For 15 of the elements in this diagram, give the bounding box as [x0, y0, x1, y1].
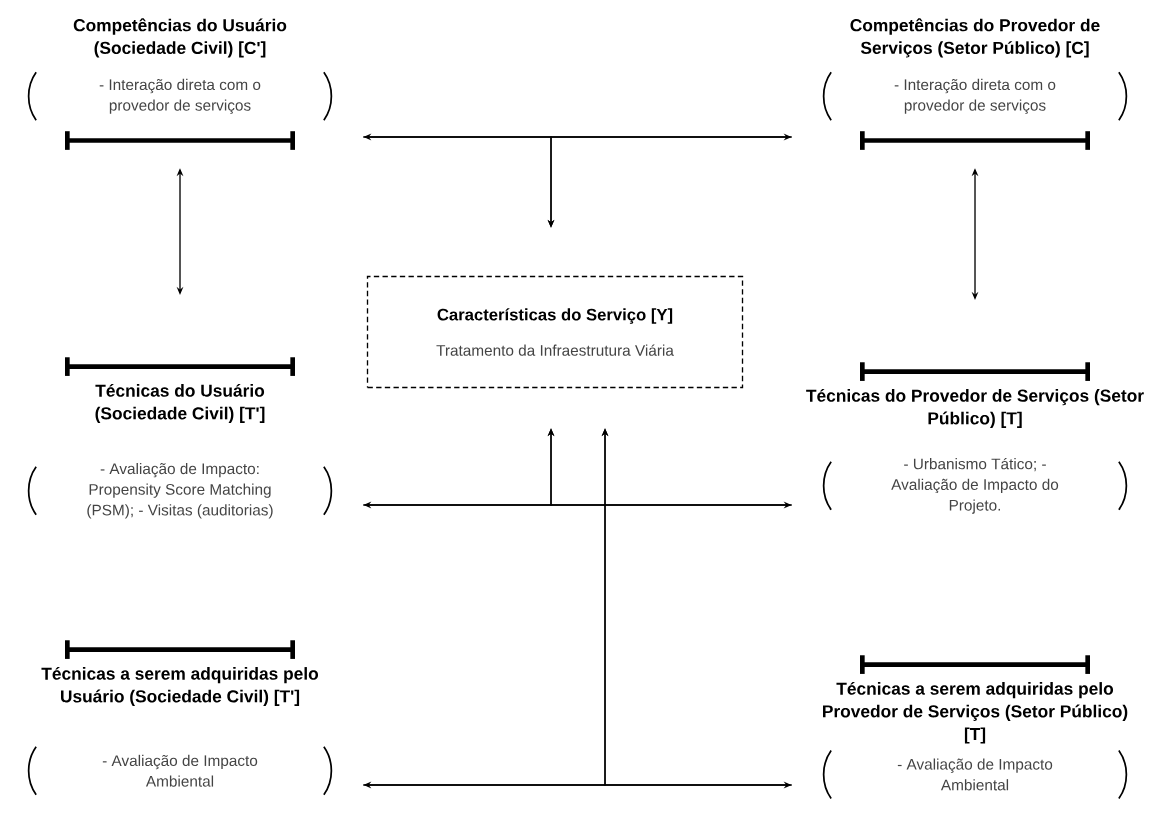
body-text: - Interação direta com o provedor de serviços — [894, 78, 1056, 114]
heading-text: Competências do Provedor de Serviços (Setor Público) [C] — [850, 18, 1100, 58]
service-box — [366, 275, 744, 389]
heading-text: Técnicas do Usuário (Sociedade Civil) [T'] — [95, 383, 265, 423]
body-text: - Avaliação de Impacto Ambiental — [897, 758, 1053, 791]
body-text: - Urbanismo Tático; - Avaliação de Impacto do Projeto. — [891, 457, 1059, 514]
body-text: Tratamento da Infraestrutura Viária — [436, 344, 674, 356]
body-text: - Interação direta com o provedor de serviços — [99, 78, 261, 114]
body-text: - Avaliação de Impacto: Propensity Score Matching (PSM); - Visitas (auditorias) — [87, 462, 273, 519]
body-text: - Avaliação de Impacto Ambiental — [102, 754, 258, 787]
heading-text: Competências do Usuário (Sociedade Civil) [C'] — [73, 18, 287, 58]
heading-text: Técnicas a serem adquiridas pelo Usuário (Sociedade Civil) [T'] — [41, 666, 319, 706]
heading-text: Técnicas do Provedor de Serviços (Setor Público) [T] — [806, 388, 1144, 428]
heading-text: Características do Serviço [Y] — [437, 308, 673, 324]
heading-text: Técnicas a serem adquiridas pelo Provedor de Serviços (Setor Público) [T] — [823, 681, 1128, 744]
